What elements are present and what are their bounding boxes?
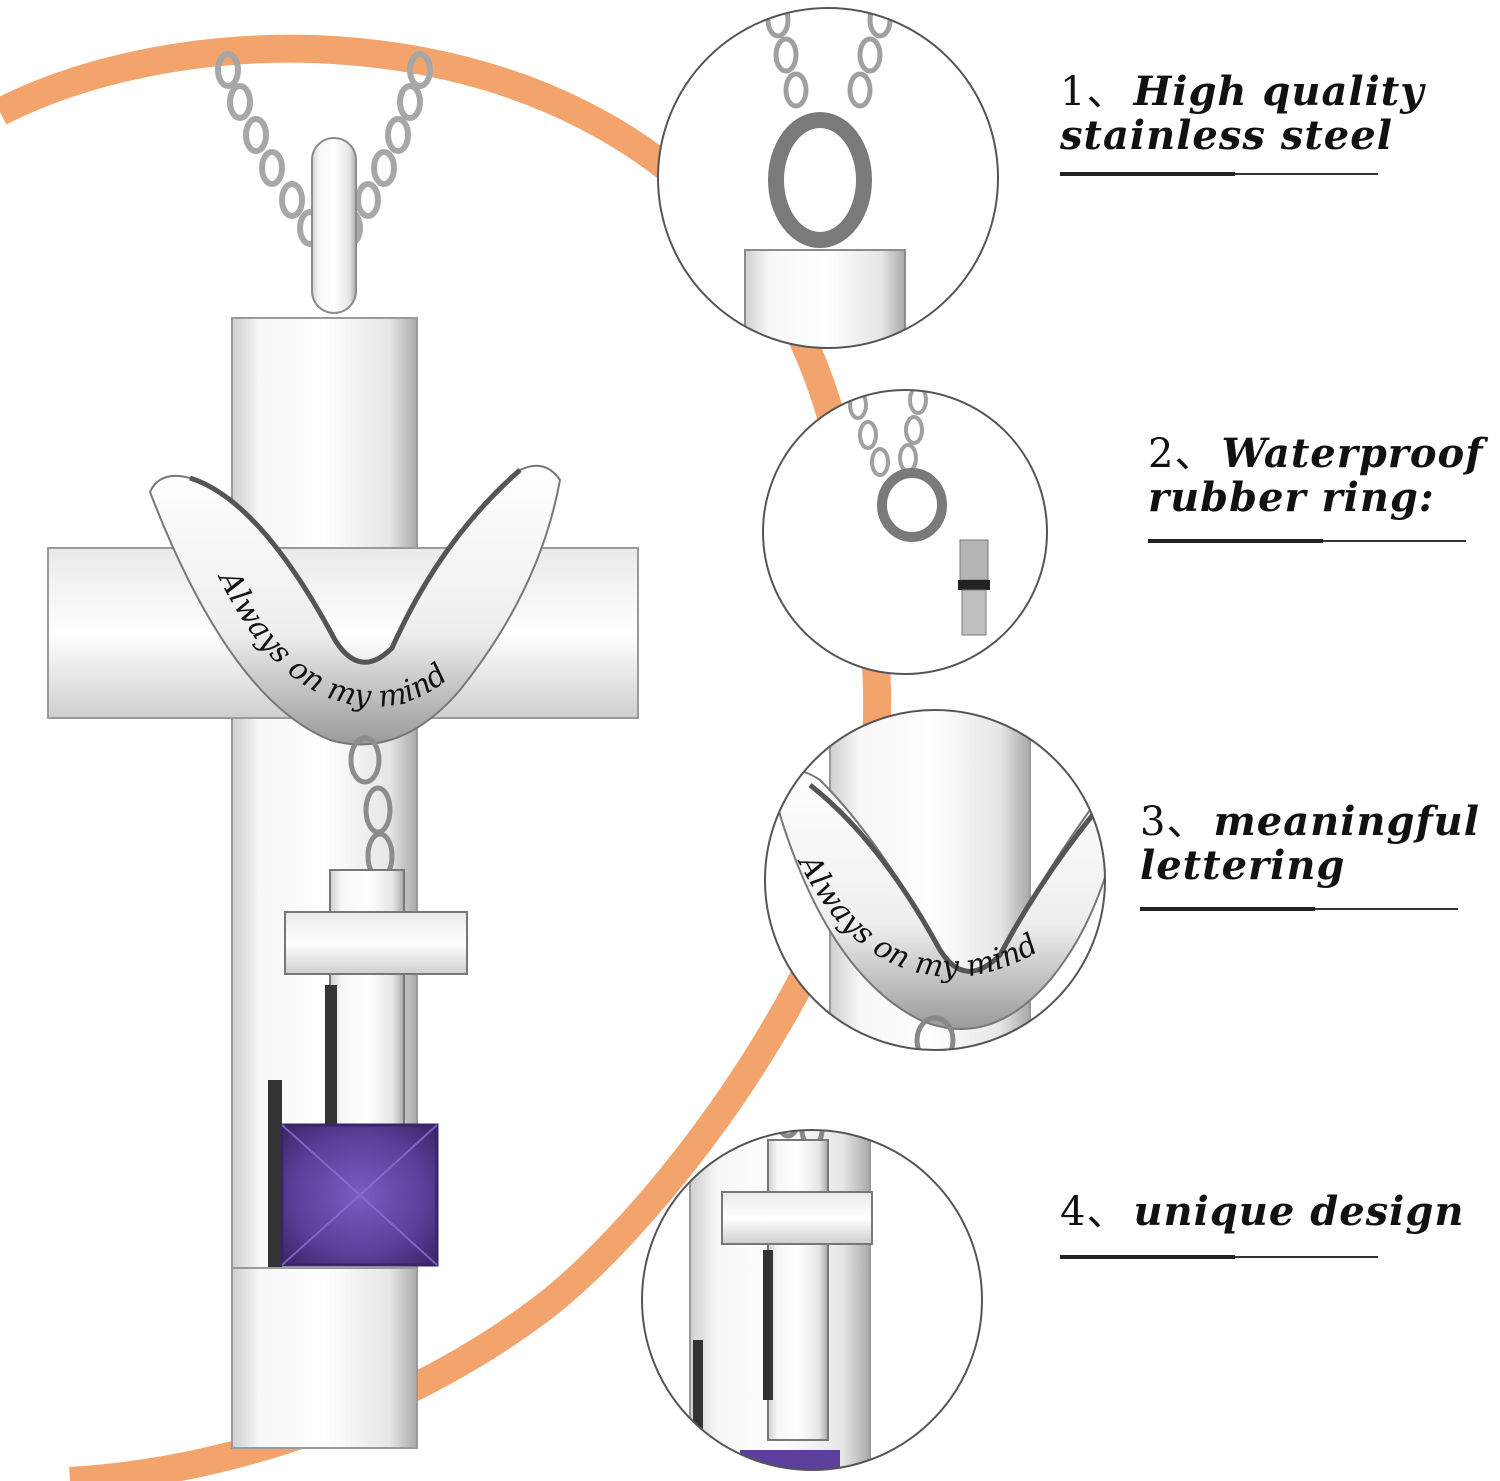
feature-1-line2: stainless steel <box>1060 112 1393 159</box>
feature-2: 2、Waterproof rubber ring: <box>1148 432 1483 520</box>
screw-thread <box>961 589 987 636</box>
feature-2-line1: 2、Waterproof <box>1148 430 1484 477</box>
steel-ring <box>768 112 872 248</box>
feature-1: 1、High quality stainless steel <box>1060 70 1425 158</box>
rubber-ring <box>958 580 990 590</box>
feature-4-underline <box>1060 1255 1378 1259</box>
detail-circle-1 <box>657 7 999 349</box>
feature-2-underline <box>1148 539 1466 543</box>
feature-2-line2: rubber ring: <box>1148 474 1435 521</box>
detail-circle-4 <box>641 1129 983 1471</box>
feature-3-line2: lettering <box>1140 842 1346 889</box>
feature-4-line1: 4、unique design <box>1060 1188 1465 1235</box>
main-pendant-image: Always on my mind <box>47 51 639 1449</box>
pendant-top-block <box>744 249 906 348</box>
bail-ring <box>877 468 947 542</box>
feature-1-underline <box>1060 172 1378 176</box>
feature-3-underline <box>1140 907 1458 911</box>
detail-circle-2 <box>762 389 1048 675</box>
feature-4: 4、unique design <box>1060 1188 1465 1235</box>
feature-1-line1: 1、High quality <box>1060 68 1425 115</box>
feature-3-line1: 3、meaningful <box>1140 798 1480 845</box>
pendant-bail <box>311 137 357 314</box>
detail-circle-3: Always on my mind <box>764 709 1106 1051</box>
purple-gemstone <box>280 1123 439 1267</box>
feature-3: 3、meaningful lettering <box>1140 800 1480 888</box>
